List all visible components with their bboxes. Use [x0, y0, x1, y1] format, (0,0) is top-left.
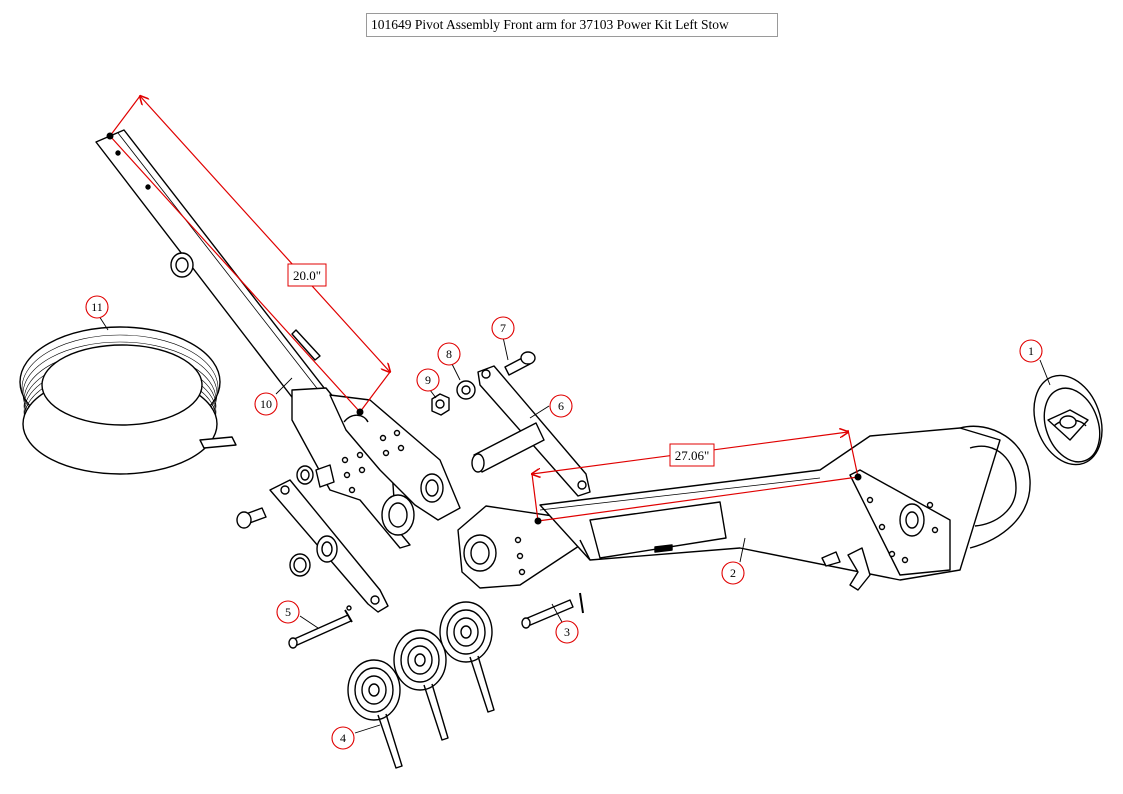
dimension-a-label-box [287, 263, 327, 287]
callout-8: 8 [437, 342, 461, 366]
part-link-plate-left [269, 479, 389, 613]
part-short-bolt [236, 507, 267, 529]
part-torsion-springs [347, 601, 495, 769]
callout-9: 9 [416, 368, 440, 392]
dimension-b-start-point [534, 517, 542, 525]
callout-6: 6 [549, 394, 573, 418]
callout-1-number: 1 [1028, 344, 1034, 358]
callout-11: 11 [85, 295, 109, 319]
part-plate-with-tube [471, 365, 591, 497]
callout-4-number: 4 [340, 731, 346, 745]
callout-5-number: 5 [285, 605, 291, 619]
callout-6-number: 6 [558, 399, 564, 413]
part-main-arm [457, 425, 1031, 589]
callout-7-number: 7 [500, 321, 506, 335]
part-washer-8 [456, 380, 476, 400]
part-drawings [19, 129, 1103, 769]
callout-2: 2 [721, 561, 745, 585]
part-coil-spring [19, 326, 237, 475]
dimension-b-label-box [669, 443, 715, 467]
callout-10: 10 [254, 392, 278, 416]
dimension-a-label: 20.0" [293, 268, 321, 283]
part-nut-9 [431, 393, 450, 416]
part-clip [821, 547, 871, 591]
dimension-b-label: 27.06" [675, 448, 710, 463]
callouts: 1 2 3 4 5 6 7 8 [85, 295, 1051, 750]
callout-5: 5 [276, 600, 300, 624]
part-washer-ring [289, 464, 335, 577]
callout-9-number: 9 [425, 373, 431, 387]
dimension-a: 20.0" [106, 96, 391, 416]
part-long-bolt [288, 605, 353, 649]
callout-1: 1 [1019, 339, 1043, 363]
callout-8-number: 8 [446, 347, 452, 361]
callout-4: 4 [331, 726, 355, 750]
part-bolt-7 [504, 351, 536, 376]
callout-2-number: 2 [730, 566, 736, 580]
part-pin [521, 592, 584, 629]
dimension-b: 27.06" [532, 430, 862, 525]
callout-10-number: 10 [260, 397, 272, 411]
part-end-cap [1033, 374, 1103, 466]
dimension-a-end-point [356, 408, 364, 416]
dimension-b-end-point [854, 473, 862, 481]
callout-7: 7 [491, 316, 515, 340]
dimension-a-start-point [106, 132, 114, 140]
callout-11-number: 11 [91, 300, 103, 314]
diagram-title: 101649 Pivot Assembly Front arm for 3710… [366, 13, 778, 37]
callout-3: 3 [555, 620, 579, 644]
callout-3-number: 3 [564, 625, 570, 639]
